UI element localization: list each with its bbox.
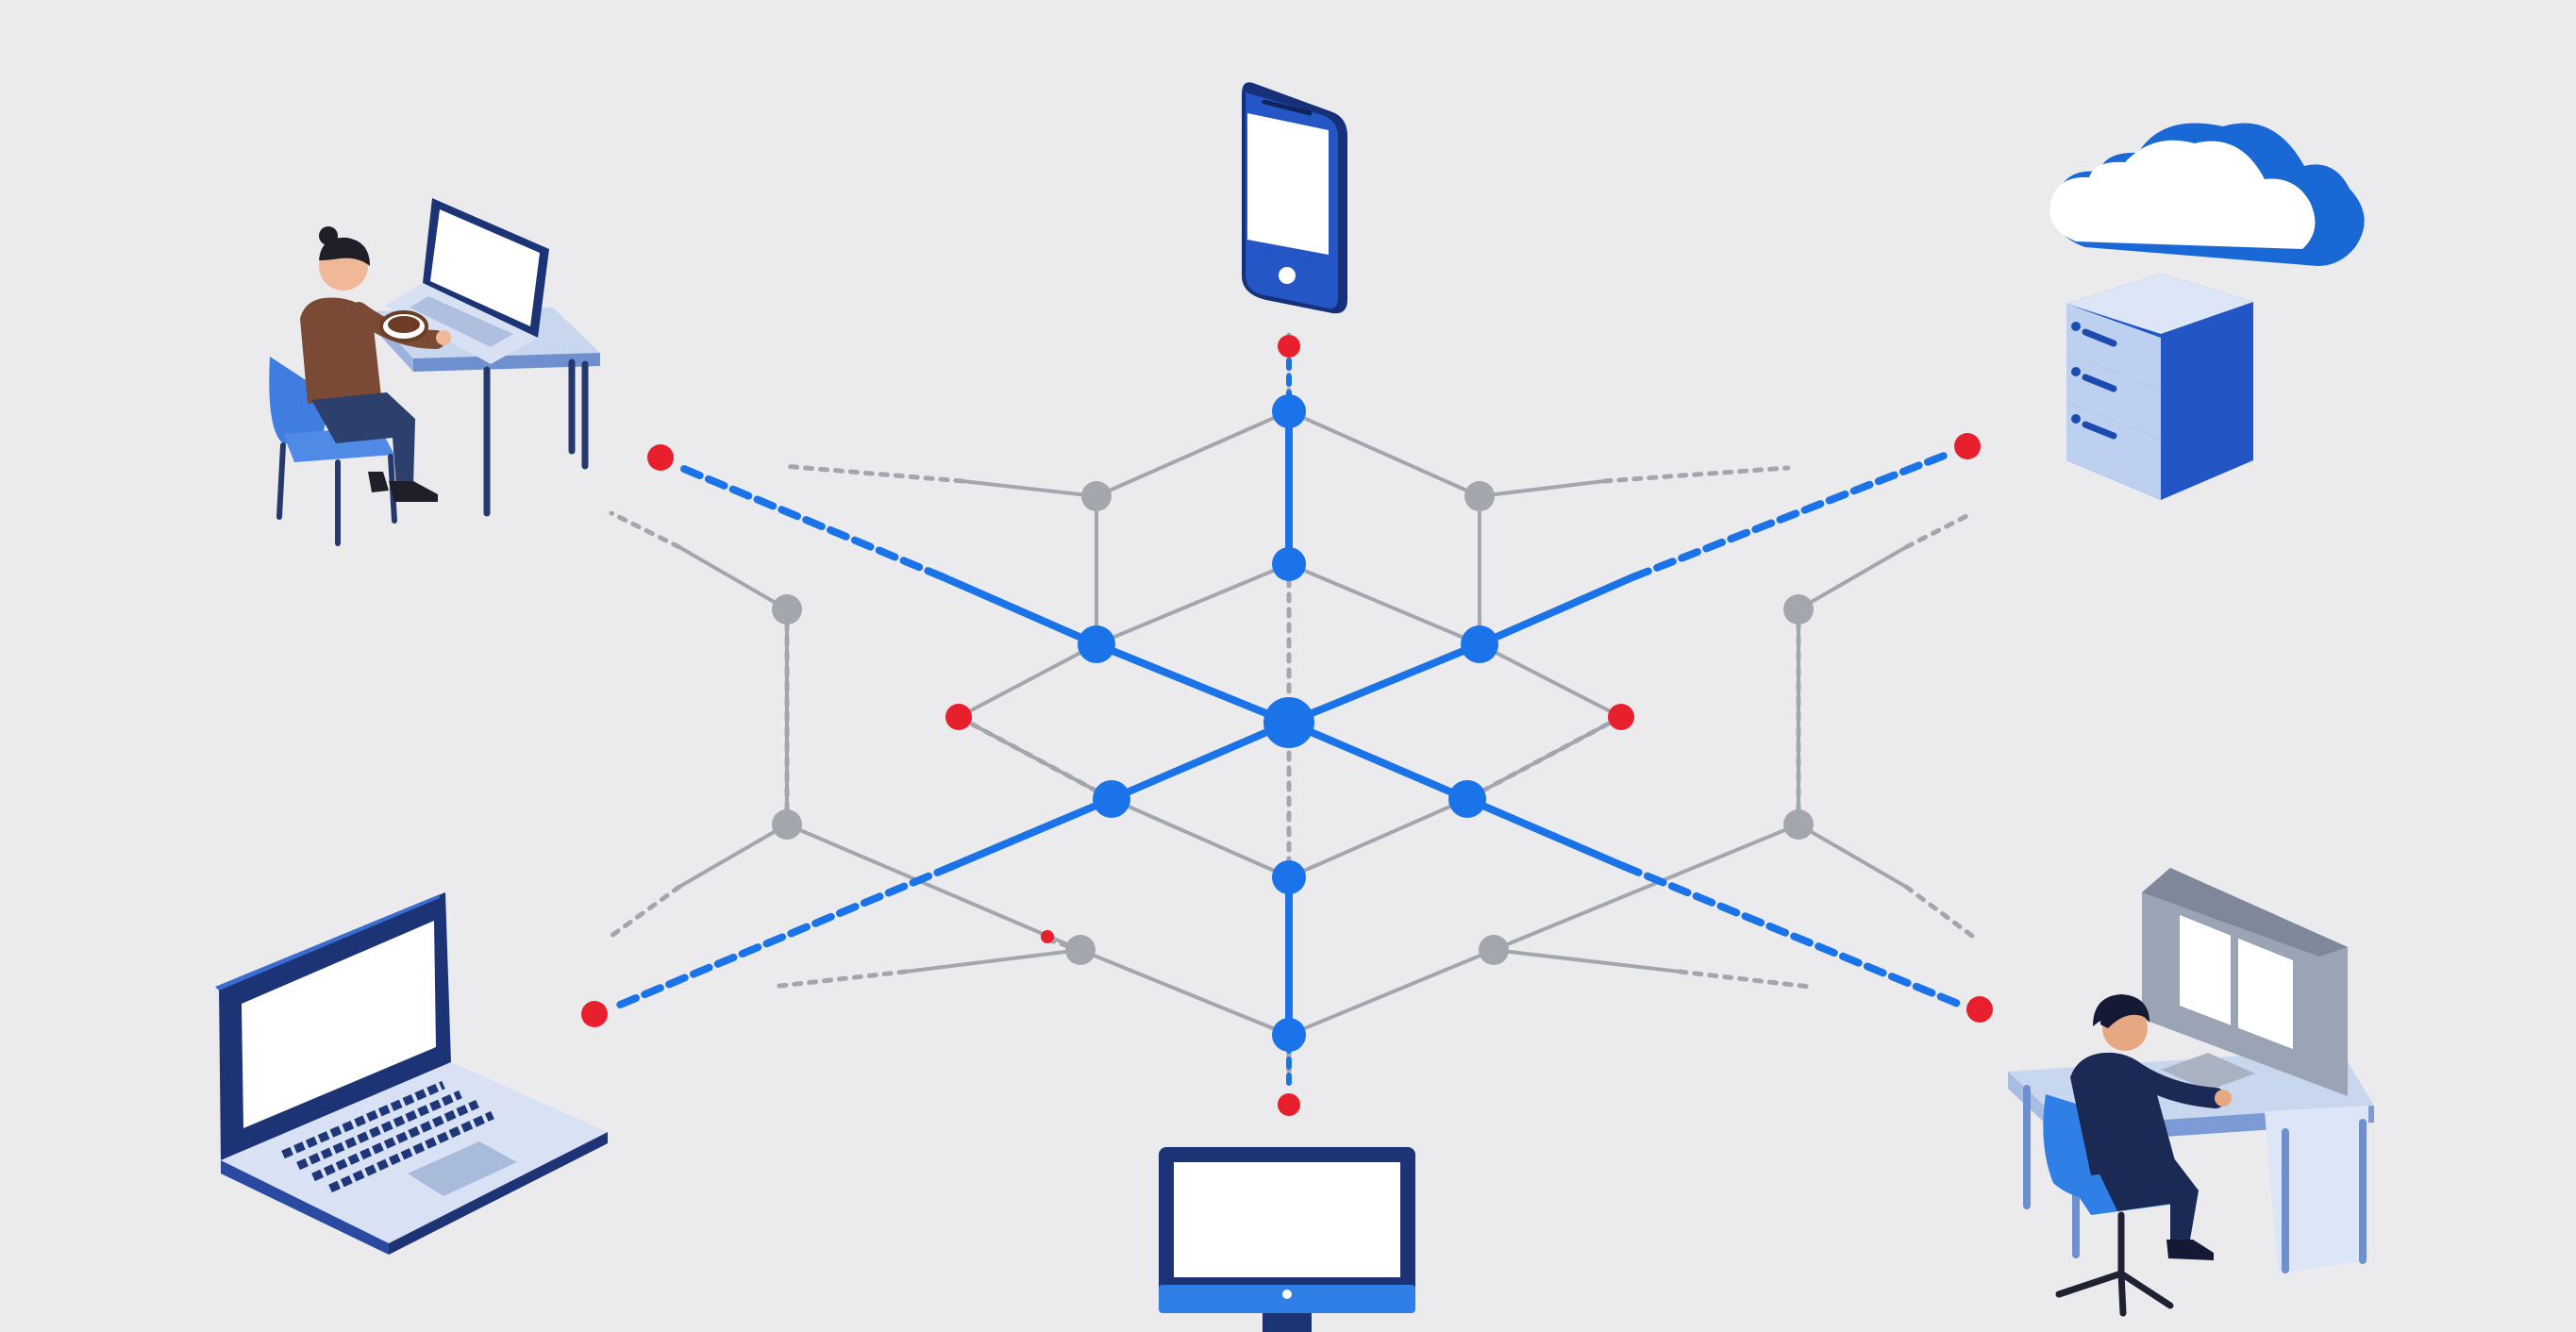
gray-nodes [772, 481, 1814, 965]
central-hub-node [1263, 697, 1314, 748]
smartphone-icon [1242, 82, 1347, 314]
person-laptop-icon [269, 198, 600, 546]
gray-node [772, 809, 802, 840]
endpoint-dot [1041, 930, 1054, 943]
endpoint-dot [1278, 335, 1300, 358]
endpoint-dot [647, 444, 674, 471]
laptop-keyboard [281, 1080, 494, 1193]
gray-node [772, 594, 802, 624]
blue-node [1093, 780, 1130, 818]
blue-solid-links [940, 408, 1636, 1039]
person-workstation-icon [2008, 868, 2374, 1317]
blue-node [1272, 860, 1306, 894]
blue-node [1272, 547, 1306, 581]
endpoint-dot [1954, 433, 1981, 459]
blue-node [1272, 394, 1306, 428]
blue-node [1272, 1018, 1306, 1052]
blue-node [1078, 625, 1115, 663]
monitor-icon [1159, 1147, 1415, 1332]
gray-node [1783, 809, 1814, 840]
blue-nodes [1078, 394, 1498, 1052]
gray-node [1783, 594, 1814, 624]
server-stack [2066, 274, 2253, 500]
gray-node [1065, 935, 1096, 965]
endpoint-dot [1966, 996, 1993, 1023]
endpoint-dot [581, 1001, 608, 1027]
gray-node [1081, 481, 1112, 511]
cloud-server-icon [2049, 123, 2365, 500]
blue-node [1448, 780, 1486, 818]
endpoint-dot [945, 704, 972, 730]
primary-links [610, 358, 1966, 1093]
gray-node [1479, 935, 1509, 965]
endpoint-dot [1278, 1093, 1300, 1116]
endpoint-dot [1608, 704, 1634, 730]
laptop-icon [215, 892, 608, 1255]
blue-node [1461, 625, 1498, 663]
blue-dashed-links [610, 449, 1966, 1011]
endpoint-dots [581, 335, 1993, 1116]
gray-node [1464, 481, 1495, 511]
